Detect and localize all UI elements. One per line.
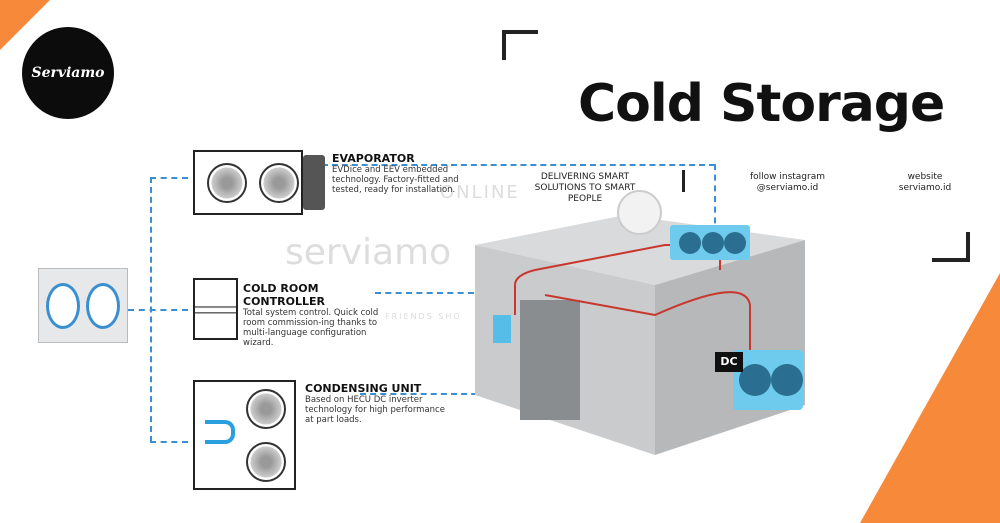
instagram-handle[interactable]: @serviamo.id [756, 183, 819, 193]
connector-zoom-icon [617, 190, 662, 235]
divider [682, 170, 685, 192]
page-title: Cold Storage [578, 74, 945, 134]
controller-icon [193, 278, 238, 340]
orange-corner-bottom-right [860, 273, 1000, 523]
logo-text: Serviamo [31, 65, 105, 81]
component-evaporator: EVAPORATOR EVDice and EEV embedded techn… [332, 152, 462, 195]
instagram-label: follow instagram [749, 172, 826, 182]
connector-line [128, 309, 188, 311]
condensing-unit-icon [193, 380, 296, 490]
bracket-decoration [932, 232, 970, 262]
system-cube-icon [38, 268, 128, 343]
tagline: DELIVERING SMART SOLUTIONS TO SMART PEOP… [534, 172, 636, 204]
evaporator-icon [193, 150, 303, 215]
connector-line [375, 292, 505, 294]
component-title: COLD ROOM CONTROLLER [243, 282, 325, 308]
component-desc: Based on HECU DC inverter technology for… [305, 395, 445, 425]
component-desc: Total system control. Quick cold room co… [243, 308, 379, 348]
connector-line [150, 177, 188, 179]
connector-line [322, 164, 715, 166]
connector-line [714, 164, 716, 234]
watermark-online: ONLINE [440, 182, 520, 203]
component-title: CONDENSING UNIT [305, 382, 422, 395]
instagram-info[interactable]: follow instagram@serviamo.id [740, 172, 835, 194]
valve-icon [303, 155, 325, 210]
component-title: EVAPORATOR [332, 152, 415, 165]
connector-line [150, 441, 188, 443]
website-url[interactable]: serviamo.id [898, 183, 952, 193]
component-controller: COLD ROOM CONTROLLER Total system contro… [243, 282, 383, 348]
dc-badge: DC [715, 352, 743, 372]
cold-room-illustration [475, 215, 805, 455]
website-label: website [907, 172, 943, 182]
component-desc: EVDice and EEV embedded technology. Fact… [332, 165, 459, 195]
serviamo-logo: Serviamo [22, 27, 114, 119]
component-condensing: CONDENSING UNIT Based on HECU DC inverte… [305, 382, 445, 425]
watermark-friends: FRIENDS SHO [385, 312, 462, 321]
watermark-brand: serviamo [285, 232, 452, 273]
pipe-icon [205, 420, 235, 444]
bracket-decoration [502, 30, 538, 60]
